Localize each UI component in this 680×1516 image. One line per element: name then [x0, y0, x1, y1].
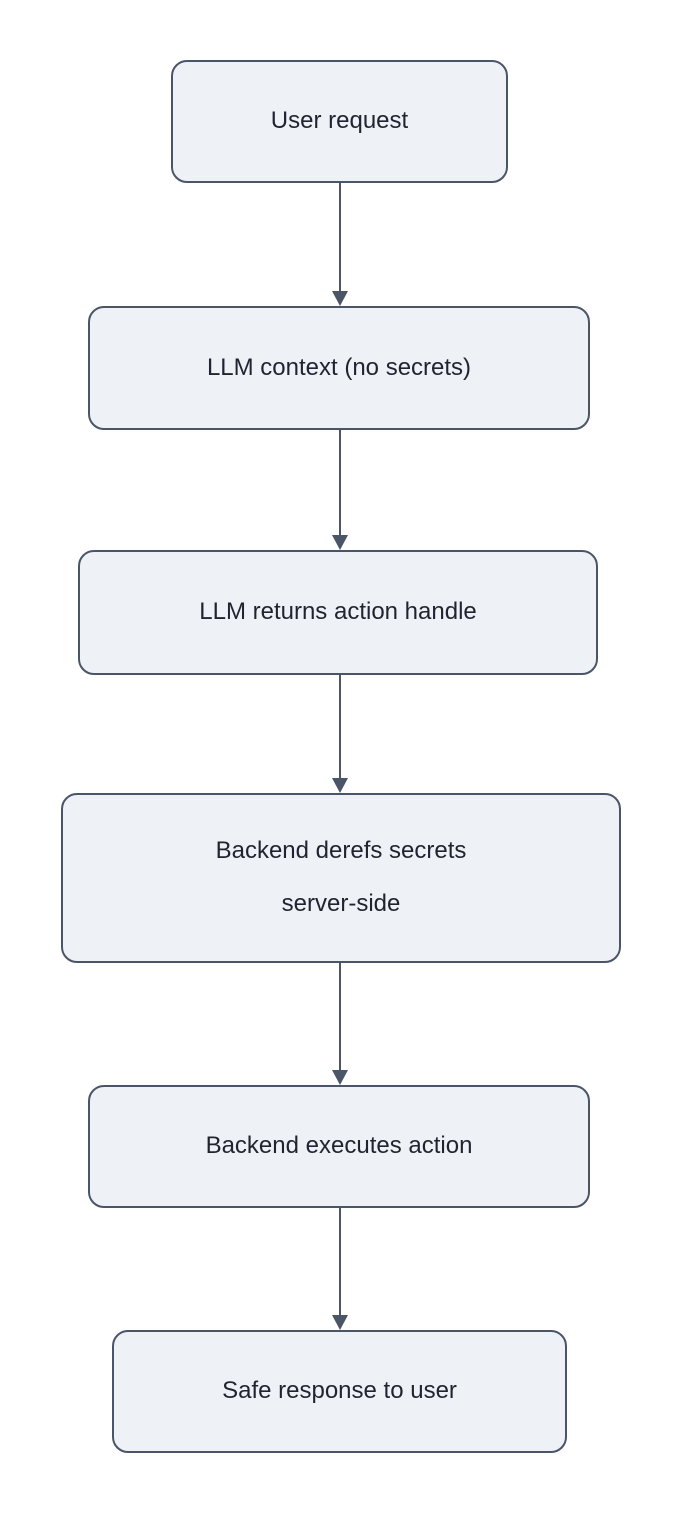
flow-arrow-1	[332, 183, 348, 306]
flow-node-label: LLM context (no secrets)	[206, 353, 472, 381]
arrowhead-down-icon	[332, 778, 348, 793]
flow-node-llm-context: LLM context (no secrets)	[88, 306, 590, 430]
arrowhead-down-icon	[332, 1070, 348, 1085]
arrowhead-down-icon	[332, 291, 348, 306]
flow-node-label: LLM returns action handle	[199, 598, 477, 626]
arrowhead-down-icon	[332, 1315, 348, 1330]
flow-arrow-5	[332, 1208, 348, 1330]
flow-node-label: Backend executes action	[205, 1132, 473, 1160]
arrow-line	[339, 183, 341, 293]
arrow-line	[339, 675, 341, 780]
flow-arrow-2	[332, 430, 348, 550]
flow-node-label: Backend derefs secrets server-side	[215, 837, 467, 917]
arrow-line	[339, 963, 341, 1072]
flow-arrow-4	[332, 963, 348, 1085]
flow-node-backend-derefs-secrets: Backend derefs secrets server-side	[61, 793, 621, 963]
flow-node-label: User request	[270, 107, 409, 135]
flow-node-label: Safe response to user	[222, 1377, 457, 1405]
flow-node-safe-response: Safe response to user	[112, 1330, 567, 1453]
flow-node-user-request: User request	[171, 60, 508, 183]
flow-node-llm-returns-handle: LLM returns action handle	[78, 550, 598, 675]
arrow-line	[339, 430, 341, 537]
arrow-line	[339, 1208, 341, 1317]
flow-node-backend-executes-action: Backend executes action	[88, 1085, 590, 1208]
arrowhead-down-icon	[332, 535, 348, 550]
flow-arrow-3	[332, 675, 348, 793]
